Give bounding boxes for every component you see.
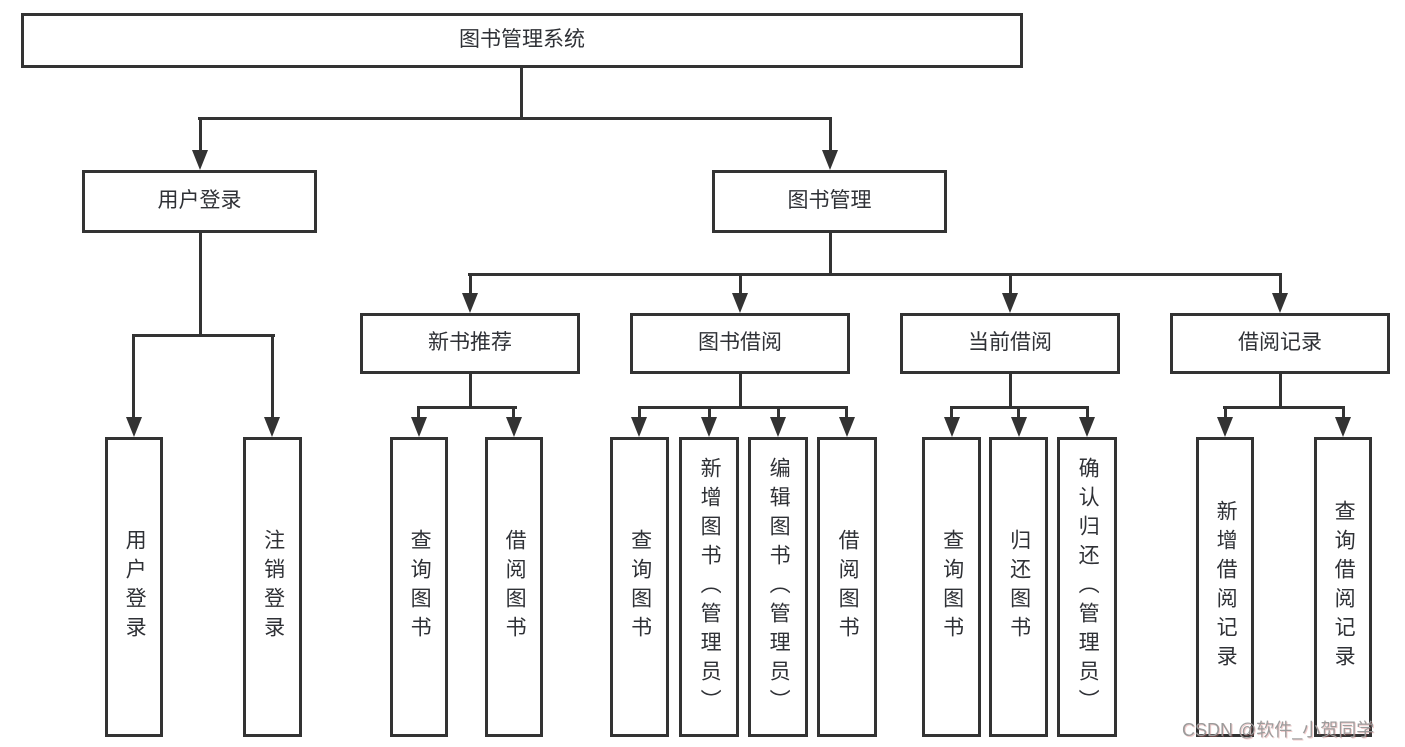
connector-line: [739, 374, 742, 409]
leaf-add-books-admin: 新增图书（管理员）: [679, 437, 739, 737]
arrow-down-icon: [701, 417, 717, 437]
arrow-down-icon: [126, 417, 142, 437]
leaf-query-books-borrow-label: 查询图书: [628, 529, 652, 645]
connector-line: [1342, 406, 1345, 420]
connector-line: [417, 406, 517, 409]
connector-line: [469, 273, 472, 295]
leaf-logout: 注销登录: [243, 437, 302, 737]
leaf-query-borrow-record-label: 查询借阅记录: [1332, 500, 1356, 674]
connector-line: [638, 406, 848, 409]
arrow-down-icon: [1011, 417, 1027, 437]
connector-line: [417, 406, 420, 420]
node-borrow-records-label: 借阅记录: [1238, 331, 1322, 355]
leaf-query-books-recommend: 查询图书: [390, 437, 448, 737]
leaf-user-login-label: 用户登录: [123, 529, 147, 645]
arrow-down-icon: [822, 150, 838, 170]
arrow-down-icon: [770, 417, 786, 437]
leaf-query-books-current-label: 查询图书: [940, 529, 964, 645]
node-user-login: 用户登录: [82, 170, 317, 233]
csdn-watermark: CSDN @软件_小贺同学: [1182, 720, 1375, 740]
leaf-borrow-books: 借阅图书: [817, 437, 877, 737]
connector-line: [1224, 406, 1227, 420]
connector-line: [199, 233, 202, 337]
connector-line: [739, 273, 742, 295]
connector-line: [1223, 406, 1345, 409]
arrow-down-icon: [506, 417, 522, 437]
arrow-down-icon: [1002, 293, 1018, 313]
leaf-query-books-recommend-label: 查询图书: [408, 529, 432, 645]
node-new-book-recommend: 新书推荐: [360, 313, 580, 374]
leaf-add-borrow-record: 新增借阅记录: [1196, 437, 1254, 737]
leaf-return-books: 归还图书: [989, 437, 1048, 737]
arrow-down-icon: [631, 417, 647, 437]
leaf-add-borrow-record-label: 新增借阅记录: [1214, 500, 1238, 674]
node-root-label: 图书管理系统: [459, 28, 585, 52]
arrow-down-icon: [264, 417, 280, 437]
leaf-return-books-label: 归还图书: [1007, 529, 1031, 645]
arrow-down-icon: [462, 293, 478, 313]
arrow-down-icon: [192, 150, 208, 170]
arrow-down-icon: [839, 417, 855, 437]
leaf-query-borrow-record: 查询借阅记录: [1314, 437, 1372, 737]
arrow-down-icon: [1272, 293, 1288, 313]
arrow-down-icon: [1335, 417, 1351, 437]
connector-line: [1279, 273, 1282, 295]
arrow-down-icon: [411, 417, 427, 437]
connector-line: [950, 406, 953, 420]
connector-line: [777, 406, 780, 420]
connector-line: [520, 68, 523, 119]
connector-line: [1009, 273, 1012, 295]
connector-line: [829, 233, 832, 276]
node-book-borrow-label: 图书借阅: [698, 331, 782, 355]
connector-line: [199, 117, 202, 152]
node-book-management-label: 图书管理: [787, 189, 872, 213]
connector-line: [468, 273, 1282, 276]
connector-line: [132, 334, 135, 419]
arrow-down-icon: [732, 293, 748, 313]
connector-line: [469, 374, 472, 409]
connector-line: [271, 334, 274, 419]
node-root: 图书管理系统: [21, 13, 1023, 68]
arrow-down-icon: [944, 417, 960, 437]
leaf-query-books-current: 查询图书: [922, 437, 981, 737]
leaf-borrow-books-label: 借阅图书: [836, 529, 860, 645]
connector-line: [829, 117, 832, 152]
leaf-confirm-return-admin-label: 确认归还（管理员）: [1076, 456, 1100, 718]
leaf-user-login: 用户登录: [105, 437, 163, 737]
connector-line: [1086, 406, 1089, 420]
connector-line: [1017, 406, 1020, 420]
connector-line: [198, 117, 832, 120]
node-user-login-label: 用户登录: [157, 189, 242, 213]
arrow-down-icon: [1217, 417, 1233, 437]
connector-line: [638, 406, 641, 420]
leaf-add-books-admin-label: 新增图书（管理员）: [698, 456, 722, 718]
node-book-borrow: 图书借阅: [630, 313, 850, 374]
connector-line: [1009, 374, 1012, 409]
node-current-borrow: 当前借阅: [900, 313, 1120, 374]
leaf-borrow-books-recommend: 借阅图书: [485, 437, 543, 737]
node-current-borrow-label: 当前借阅: [968, 331, 1052, 355]
node-new-book-recommend-label: 新书推荐: [428, 331, 512, 355]
leaf-borrow-books-recommend-label: 借阅图书: [503, 529, 527, 645]
connector-line: [845, 406, 848, 420]
leaf-logout-label: 注销登录: [261, 529, 285, 645]
node-book-management: 图书管理: [712, 170, 947, 233]
leaf-confirm-return-admin: 确认归还（管理员）: [1057, 437, 1117, 737]
leaf-edit-books-admin-label: 编辑图书（管理员）: [767, 456, 791, 718]
connector-line: [132, 334, 275, 337]
connector-line: [708, 406, 711, 420]
connector-line: [1279, 374, 1282, 409]
connector-line: [512, 406, 515, 420]
leaf-query-books-borrow: 查询图书: [610, 437, 669, 737]
node-borrow-records: 借阅记录: [1170, 313, 1390, 374]
leaf-edit-books-admin: 编辑图书（管理员）: [748, 437, 808, 737]
arrow-down-icon: [1079, 417, 1095, 437]
